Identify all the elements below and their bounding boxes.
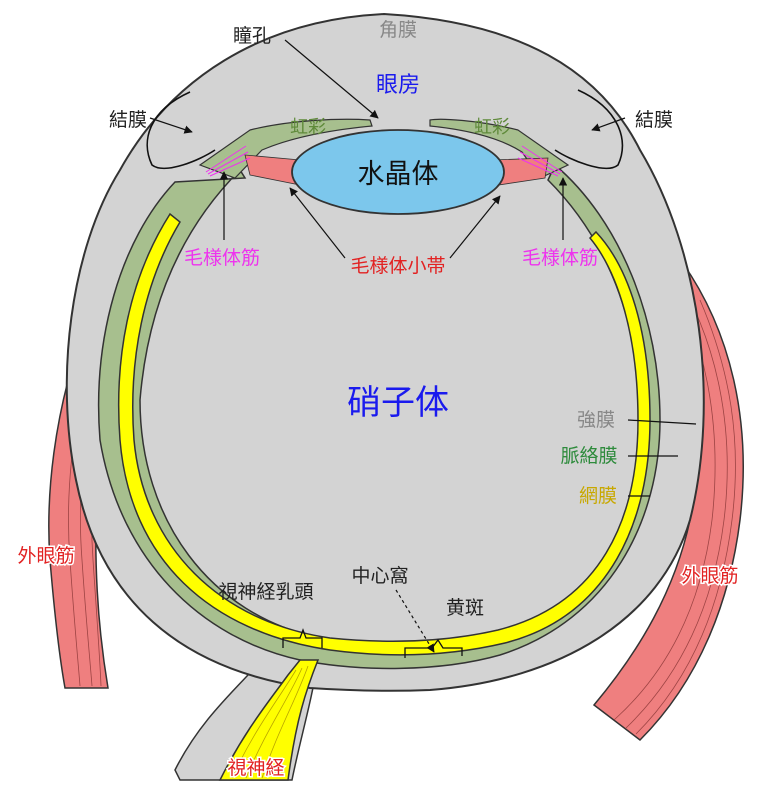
- label-extraocular-muscle-right: 外眼筋: [681, 565, 738, 587]
- label-conjunctiva-left: 結膜: [109, 109, 147, 131]
- label-choroid: 脈絡膜: [560, 445, 617, 467]
- label-retina: 網膜: [579, 485, 617, 507]
- ciliary-muscle-right-fibers: [517, 145, 563, 177]
- label-macula: 黄斑: [446, 597, 484, 619]
- sclera-pointer: [627, 419, 697, 425]
- ciliary-muscle-left-fibers: [205, 145, 251, 177]
- label-pupil: 瞳孔: [233, 25, 271, 47]
- label-iris-left: 虹彩: [290, 117, 326, 138]
- label-zonule: 毛様体小帯: [350, 255, 445, 277]
- label-sclera: 強膜: [577, 409, 615, 431]
- macula-bracket: [404, 638, 463, 658]
- label-vitreous: 硝子体: [347, 383, 449, 423]
- label-anterior-chamber: 眼房: [376, 73, 420, 98]
- lens: [291, 129, 505, 215]
- label-extraocular-muscle-left: 外眼筋: [17, 545, 74, 567]
- conjunctiva-left: [146, 91, 216, 170]
- label-fovea: 中心窩: [351, 565, 408, 587]
- label-optic-disc: 視神経乳頭: [218, 581, 313, 603]
- optic-disc-bracket: [282, 628, 323, 648]
- fovea-pointer: [395, 589, 435, 653]
- zonule-left-pointer: [289, 187, 346, 259]
- label-cornea: 角膜: [379, 19, 417, 41]
- iris-left: [198, 118, 373, 179]
- label-iris-right: 虹彩: [474, 117, 510, 138]
- conjunctiva-right-pointer: [591, 117, 626, 132]
- label-lens: 水晶体: [358, 159, 439, 190]
- label-ciliary-muscle-left: 毛様体筋: [184, 247, 260, 269]
- conjunctiva-left-pointer: [149, 117, 193, 134]
- label-conjunctiva-right: 結膜: [635, 109, 673, 131]
- optic-nerve: [218, 659, 320, 781]
- zonule-right-pointer: [449, 195, 501, 259]
- retina: [117, 212, 651, 656]
- pupil-pointer: [284, 39, 379, 119]
- label-optic-nerve: 視神経: [227, 757, 284, 779]
- label-ciliary-muscle-right: 毛様体筋: [522, 247, 598, 269]
- conjunctiva-right: [554, 89, 624, 170]
- sclera: [65, 12, 705, 692]
